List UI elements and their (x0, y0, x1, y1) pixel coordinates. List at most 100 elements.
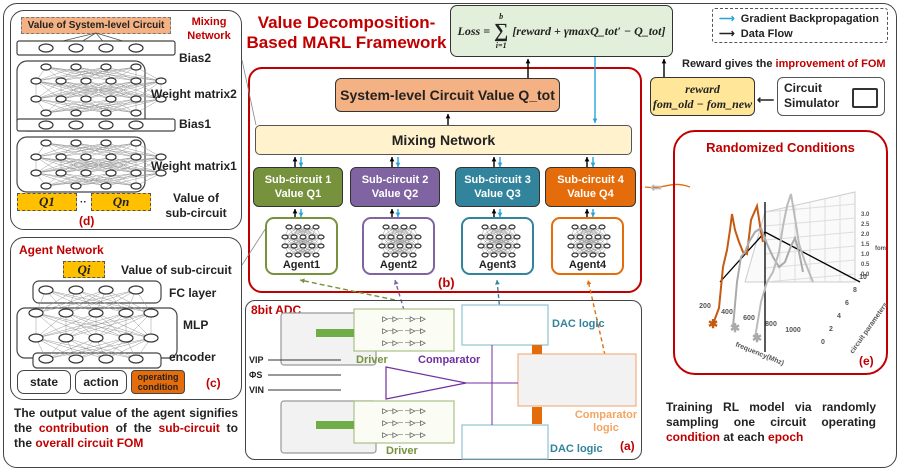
node (100, 109, 112, 117)
z-tick-label: 1.5 (861, 242, 870, 248)
link (75, 66, 162, 82)
node (387, 234, 395, 240)
link (35, 98, 107, 114)
node (571, 252, 579, 258)
link (105, 66, 137, 82)
link (493, 245, 518, 256)
driver-top-label: Driver (356, 354, 388, 366)
comparator-symbol (385, 366, 467, 400)
x-tick-label: 800 (765, 321, 777, 328)
link (85, 98, 137, 114)
link (35, 172, 137, 187)
buffer-chain: ▷─▷─ ─▷─▷ (381, 328, 426, 335)
node (105, 77, 117, 85)
link (105, 98, 162, 114)
link (45, 98, 112, 114)
node (312, 224, 320, 230)
link (45, 337, 152, 360)
gray-fom-curve-2 (754, 193, 814, 339)
link (60, 142, 137, 158)
link (60, 98, 107, 114)
orange-fom-curve (712, 202, 764, 325)
node (98, 285, 114, 295)
bias1-label: Bias1 (179, 117, 212, 131)
node (396, 243, 404, 249)
link (60, 172, 107, 187)
node (409, 252, 417, 258)
link (288, 245, 313, 256)
node (38, 354, 54, 364)
node (88, 308, 104, 318)
link (60, 172, 137, 187)
link (75, 172, 112, 187)
node (382, 224, 390, 230)
node (38, 285, 54, 295)
link (45, 98, 162, 114)
link (75, 142, 162, 158)
comparator-logic-label: Comparator logic (574, 409, 638, 434)
link (135, 156, 162, 174)
dac-logic-bottom-label: DAC logic (550, 443, 603, 455)
node (40, 182, 52, 190)
node (378, 234, 386, 240)
node (28, 308, 44, 318)
node (118, 308, 134, 318)
node (68, 354, 84, 364)
link (60, 156, 162, 174)
link (105, 172, 137, 187)
node (594, 234, 602, 240)
y-tick-label: 4 (837, 313, 841, 320)
node (130, 109, 142, 117)
link (35, 289, 77, 314)
x-tick-label: 400 (721, 309, 733, 316)
node (143, 333, 159, 343)
weight-matrix1-label: Weight matrix1 (151, 159, 237, 173)
link (390, 236, 419, 247)
link (480, 226, 513, 238)
node (409, 224, 417, 230)
node (55, 169, 67, 177)
node (387, 243, 395, 249)
qi-box: Qi (63, 261, 105, 278)
node (68, 285, 84, 295)
up-arrow (532, 345, 542, 354)
driver-arrow-top (316, 329, 354, 337)
randomized-conditions-title: Randomized Conditions (706, 140, 855, 155)
link (85, 66, 137, 82)
link (135, 80, 162, 100)
x-axis-label: frequency(Mhz) (734, 341, 785, 367)
link (105, 289, 152, 314)
link (35, 142, 107, 158)
agent-network-icon (477, 224, 521, 258)
link (45, 66, 162, 82)
link (484, 245, 518, 256)
node (130, 95, 142, 103)
y-tick-label: 8 (853, 287, 857, 294)
link (85, 80, 162, 100)
link (574, 245, 608, 256)
outer-frame (3, 3, 897, 468)
node (299, 243, 307, 249)
link (35, 312, 152, 339)
link (394, 245, 419, 256)
node (499, 252, 507, 258)
node (80, 77, 92, 85)
legend-item-dataflow: ⟶Data Flow (719, 27, 793, 41)
value-of-subcircuit-label: Value of sub-circuit (121, 263, 232, 277)
link (85, 156, 162, 174)
link (35, 312, 67, 339)
node (308, 234, 316, 240)
link (75, 98, 112, 114)
link (65, 289, 137, 314)
node (317, 243, 325, 249)
node (55, 95, 67, 103)
oscilloscope-icon (852, 88, 878, 108)
node (504, 234, 512, 240)
legend-item-gradient: ⟶Gradient Backpropagation (719, 12, 879, 26)
node (70, 139, 82, 147)
link (579, 236, 608, 247)
framework-title: Value Decomposition-Based MARL Framework (246, 13, 447, 52)
node (88, 333, 104, 343)
